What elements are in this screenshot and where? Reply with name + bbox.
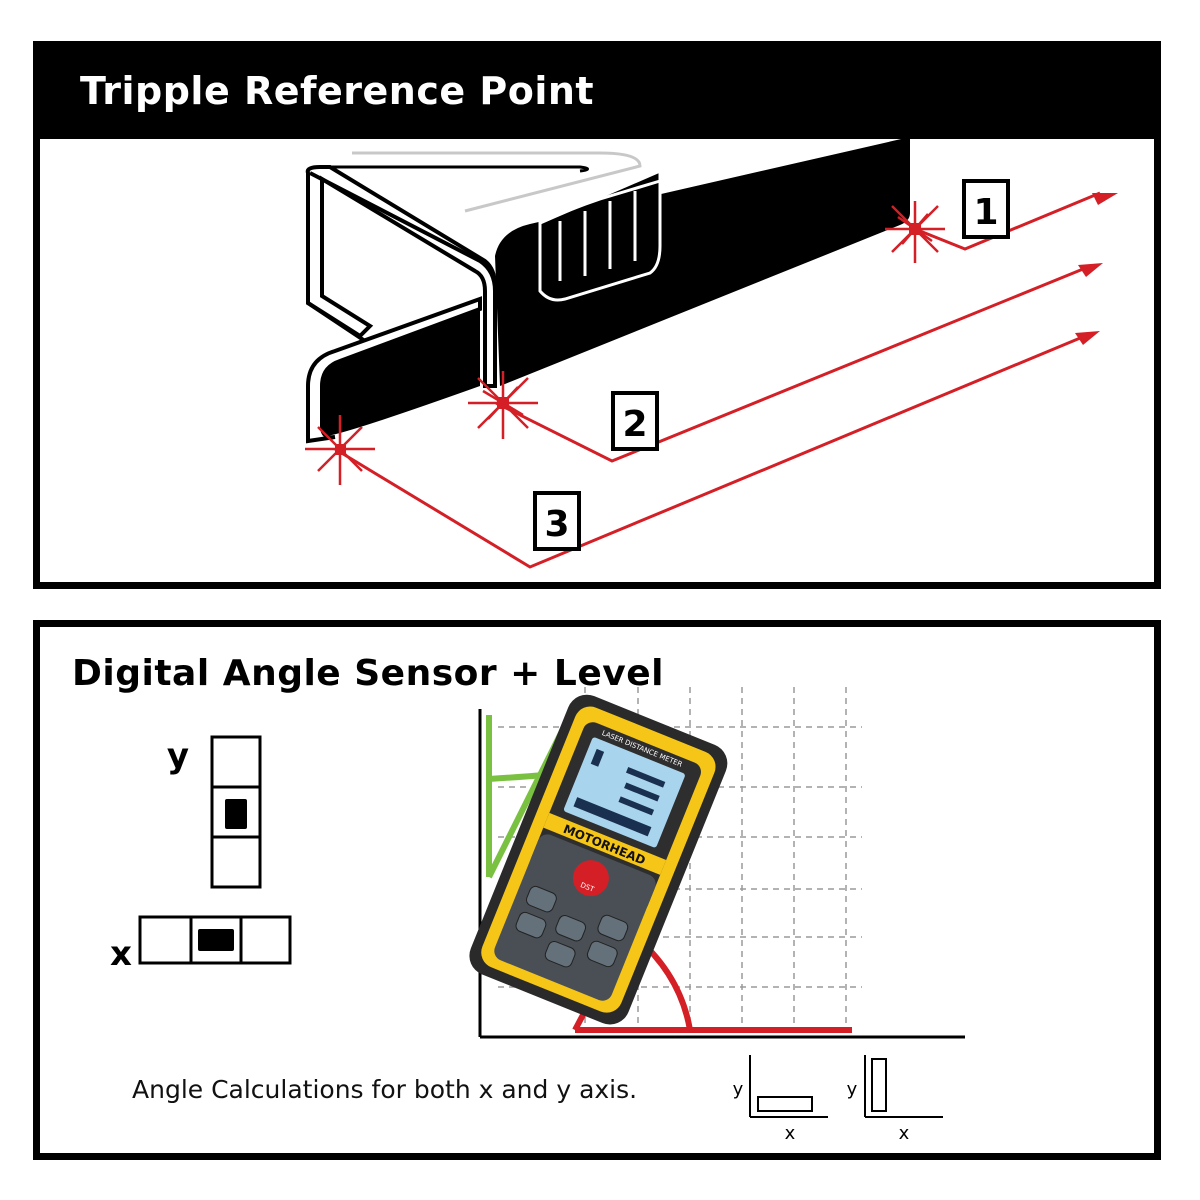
reference-point-3-marker	[305, 415, 375, 485]
panel-title: Tripple Reference Point	[80, 69, 595, 113]
angle-caption: Angle Calculations for both x and y axis…	[132, 1075, 638, 1104]
marker-box-3: 3	[533, 491, 581, 551]
marker-label-3: 3	[544, 504, 569, 545]
laser-line-3	[334, 331, 1100, 569]
reference-point-2-marker	[468, 371, 538, 439]
reference-point-panel: Tripple Reference Point	[33, 41, 1161, 589]
device-body	[305, 137, 910, 444]
laser-line-2	[495, 263, 1103, 463]
y-axis-label: y	[167, 736, 189, 776]
vertical-mini-diagram: y x	[847, 1055, 943, 1144]
laser-meter-device: LASER DISTANCE METER MOTORHEAD DST	[469, 694, 728, 1025]
panel-title: Digital Angle Sensor + Level	[72, 653, 664, 694]
laser-line-1	[914, 191, 1118, 251]
device-back-outline	[352, 151, 642, 213]
marker-box-2: 2	[611, 391, 659, 451]
mini-y-label-2: y	[847, 1079, 858, 1100]
angle-sensor-panel: Digital Angle Sensor + Level y x	[33, 620, 1161, 1160]
reference-point-1-marker	[885, 201, 945, 263]
vertical-level-indicator: y	[167, 735, 262, 889]
device-top-outline	[309, 165, 589, 174]
reference-point-illustration: 1 2 3	[305, 137, 1118, 569]
marker-label-2: 2	[622, 404, 647, 445]
axes	[478, 709, 965, 1039]
horizontal-level-indicator: x	[110, 915, 292, 974]
marker-label-1: 1	[973, 192, 998, 233]
mini-y-label-1: y	[733, 1079, 744, 1100]
mini-x-label-1: x	[785, 1123, 796, 1144]
marker-box-1: 1	[962, 179, 1010, 239]
panel-header: Tripple Reference Point	[40, 41, 1154, 139]
angle-sensor-illustration: y x	[110, 687, 965, 1144]
horizontal-mini-diagram: y x	[733, 1055, 828, 1144]
x-axis-label: x	[110, 934, 132, 974]
mini-x-label-2: x	[899, 1123, 910, 1144]
